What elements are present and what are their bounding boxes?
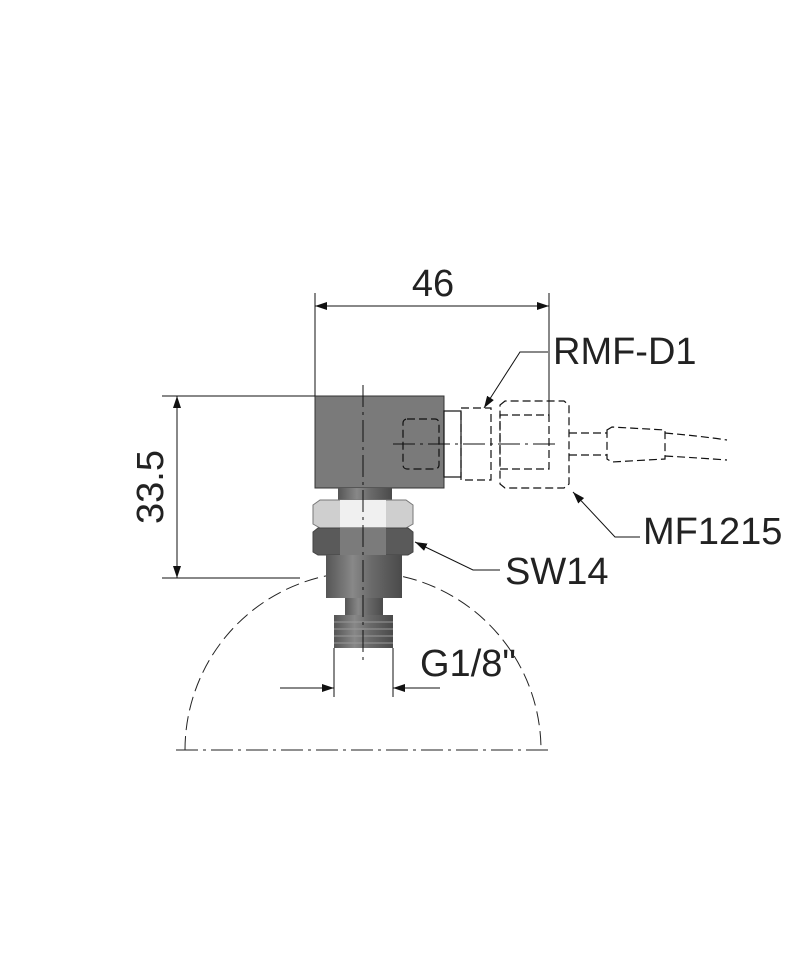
dimension-thread — [280, 648, 440, 697]
connector-outline — [402, 400, 728, 489]
rmf-d1-label: RMF-D1 — [553, 331, 697, 373]
rmf-d1-leader — [483, 351, 548, 409]
sw14-label: SW14 — [505, 551, 608, 593]
width-dimension-label: 46 — [412, 263, 454, 305]
sw14-leader — [414, 541, 500, 571]
sensor-body — [312, 395, 445, 648]
height-dimension-label: 33.5 — [130, 450, 172, 524]
mf1215-label: MF1215 — [643, 511, 782, 553]
dimension-height — [162, 395, 315, 579]
dimension-width — [314, 293, 550, 420]
mounting-reference-arc — [184, 571, 542, 751]
thread-label: G1/8" — [420, 643, 516, 685]
mf1215-leader — [572, 491, 640, 538]
